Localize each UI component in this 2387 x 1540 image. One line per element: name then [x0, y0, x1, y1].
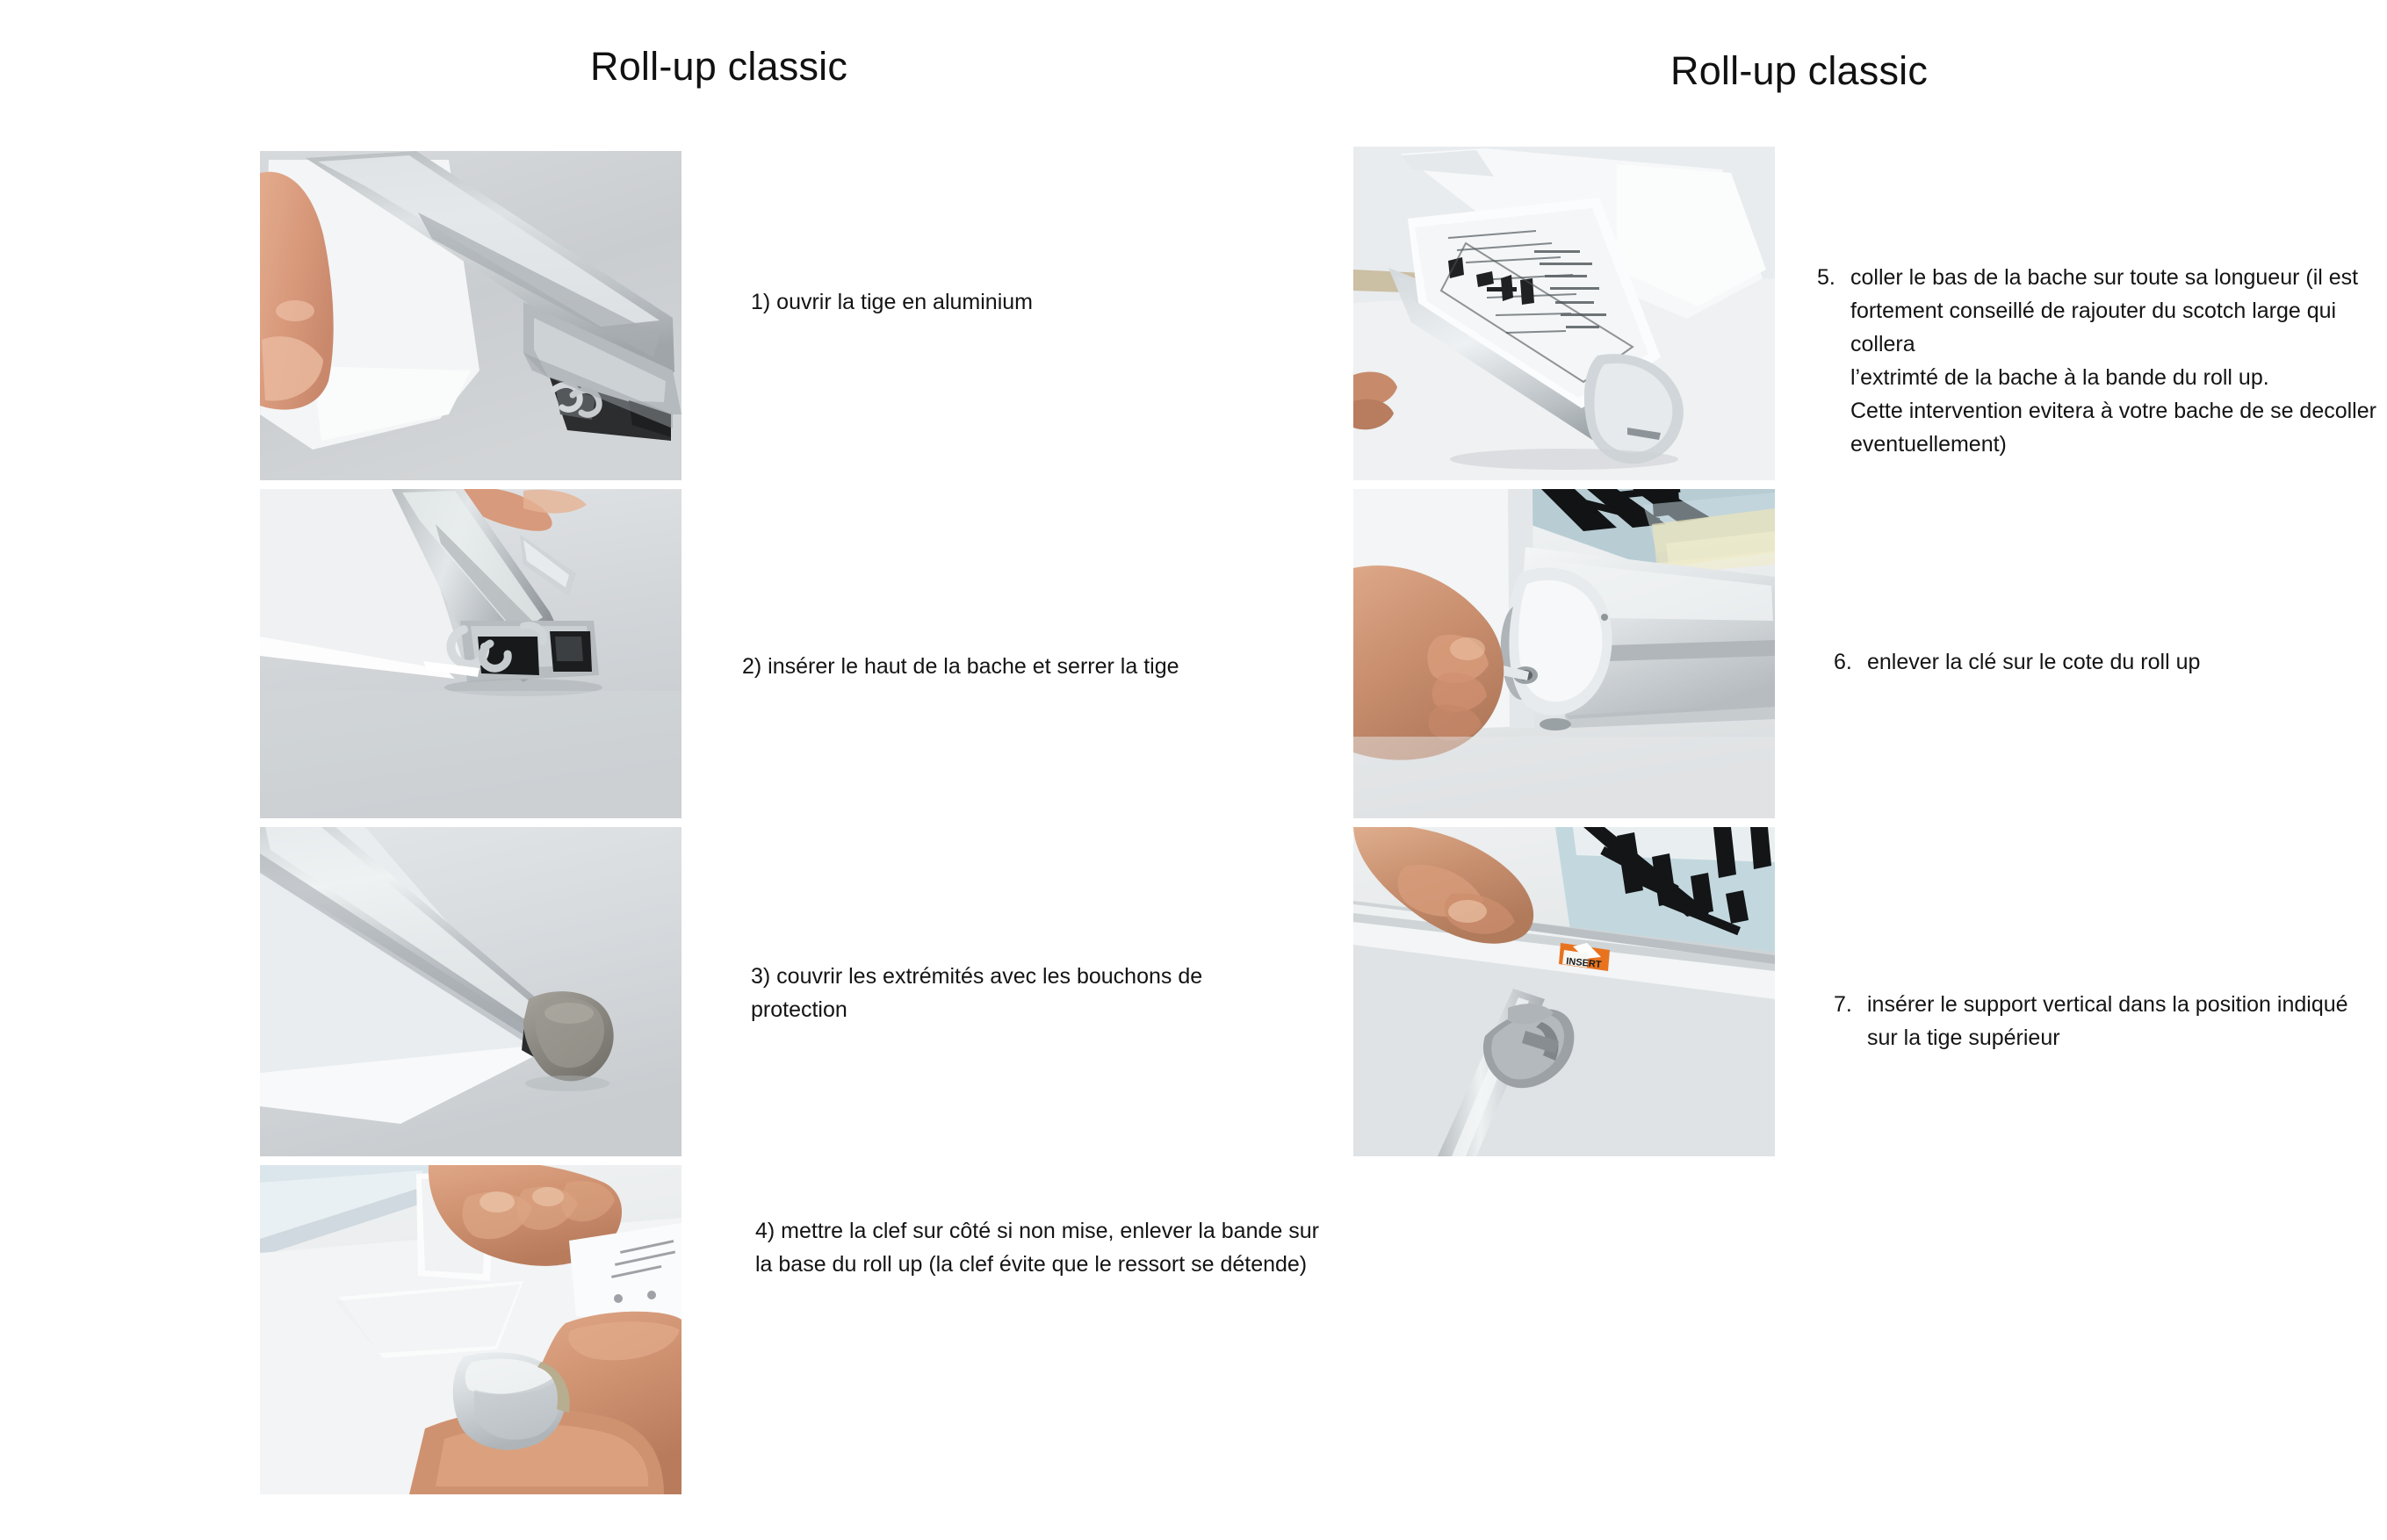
page-title-right: Roll-up classic — [1670, 48, 1929, 93]
caption-step-7: 7. insérer le support vertical dans la p… — [1834, 988, 2378, 1054]
caption-step-3: 3) couvrir les extrémités avec les bouch… — [751, 964, 1203, 1022]
svg-text:INSERT: INSERT — [1566, 956, 1603, 970]
caption-step-1: 1) ouvrir la tige en aluminium — [751, 290, 1033, 314]
photo-step-5 — [1353, 147, 1775, 480]
photo-step-4 — [260, 1165, 681, 1494]
caption-step-5-text: coller le bas de la bache sur toute sa l… — [1850, 265, 2376, 457]
caption-step-4: 4) mettre la clef sur côté si non mise, … — [755, 1219, 1319, 1277]
photo-step-2 — [260, 489, 681, 818]
caption-step-7-number: 7. — [1834, 992, 1852, 1017]
caption-step-7-text: insérer le support vertical dans la posi… — [1867, 992, 2348, 1050]
caption-step-6: 6. enlever la clé sur le cote du roll up — [1834, 645, 2378, 679]
photo-step-6 — [1353, 489, 1775, 818]
caption-step-5-number: 5. — [1817, 265, 1835, 290]
caption-step-5: 5. coller le bas de la bache sur toute s… — [1817, 261, 2387, 461]
caption-step-6-number: 6. — [1834, 650, 1852, 674]
photo-step-7: INSERT — [1353, 827, 1775, 1156]
caption-step-6-text: enlever la clé sur le cote du roll up — [1867, 650, 2201, 674]
photo-step-3 — [260, 827, 681, 1156]
caption-step-2: 2) insérer le haut de la bache et serrer… — [742, 654, 1179, 679]
photo-step-1 — [260, 151, 681, 480]
page-title-left: Roll-up classic — [590, 44, 848, 89]
insert-sticker: INSERT — [1559, 943, 1610, 971]
